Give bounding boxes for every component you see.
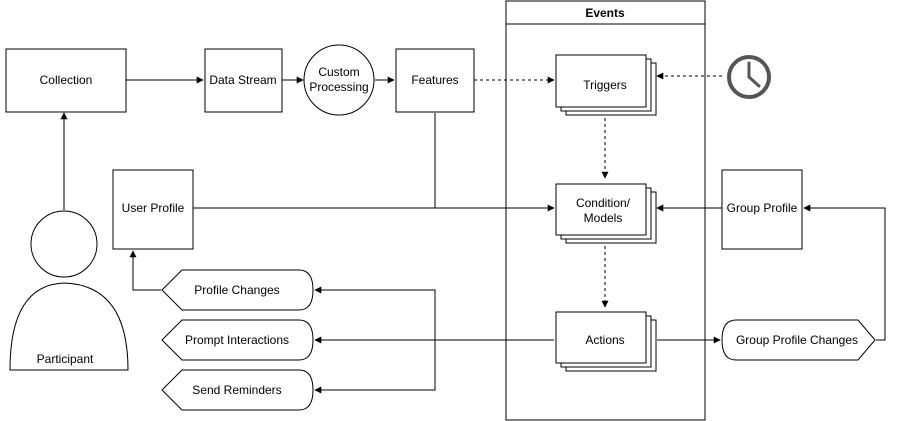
node-user-profile: User Profile [112, 169, 194, 250]
svg-text:Group Profile Changes: Group Profile Changes [736, 333, 858, 347]
svg-text:Triggers: Triggers [583, 78, 627, 92]
connectors [60, 72, 886, 394]
svg-text:Actions: Actions [585, 333, 624, 347]
node-group-profile: Group Profile [721, 169, 803, 250]
svg-text:Features: Features [411, 73, 458, 87]
participant-label: Participant [37, 352, 94, 366]
node-profile-changes: Profile Changes [161, 269, 314, 311]
svg-text:Data Stream: Data Stream [209, 73, 276, 87]
svg-text:Prompt Interactions: Prompt Interactions [185, 333, 289, 347]
node-collection: Collection [5, 48, 127, 113]
node-actions: Actions [555, 311, 657, 372]
clock-icon [727, 55, 771, 99]
node-data-stream: Data Stream [204, 48, 283, 113]
node-group-profile-changes: Group Profile Changes [721, 319, 876, 361]
svg-text:Custom: Custom [318, 65, 359, 79]
svg-text:User Profile: User Profile [122, 201, 185, 215]
svg-text:Models: Models [584, 211, 623, 225]
node-features: Features [395, 48, 475, 113]
edge-groupchanges-groupprofile [803, 204, 886, 341]
svg-text:Processing: Processing [309, 80, 368, 94]
svg-text:Send Reminders: Send Reminders [192, 383, 281, 397]
node-prompt-interactions: Prompt Interactions [161, 319, 314, 361]
edge-actions-reminders [314, 340, 436, 394]
svg-text:Collection: Collection [40, 73, 93, 87]
edge-profilechanges-userprofile [129, 250, 161, 291]
svg-text:Profile Changes: Profile Changes [194, 283, 279, 297]
node-custom-processing: Custom Processing [303, 44, 375, 116]
events-title: Events [585, 6, 625, 20]
svg-text:Condition/: Condition/ [576, 196, 631, 210]
edge-actions-profilechanges [314, 286, 436, 340]
node-condition-models: Condition/ Models [555, 183, 657, 244]
node-send-reminders: Send Reminders [161, 369, 314, 411]
participant-icon: Participant [9, 210, 129, 371]
node-triggers: Triggers [555, 54, 657, 116]
svg-text:Group Profile: Group Profile [727, 201, 798, 215]
